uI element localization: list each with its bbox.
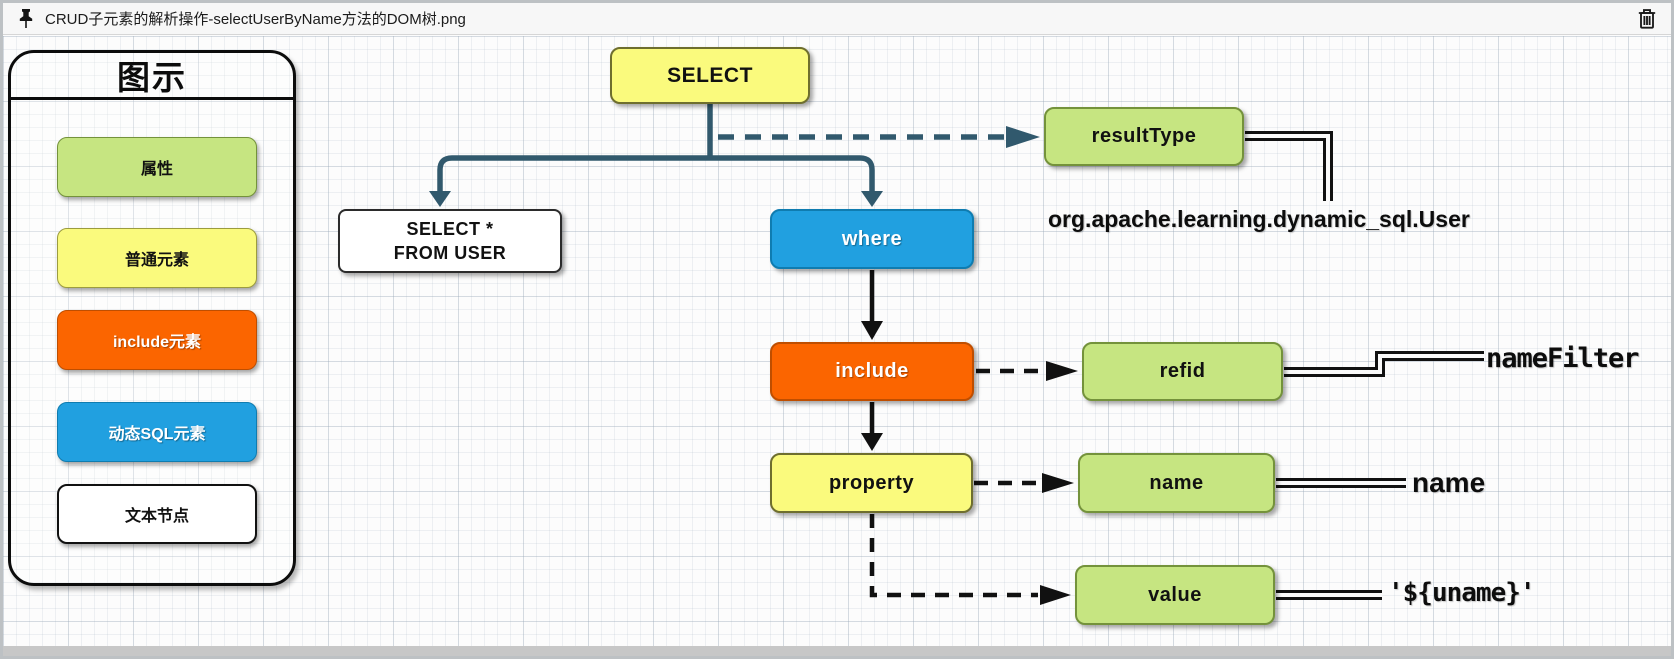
link-resulttype-class [1245,131,1333,201]
resulttype-value-text: org.apache.learning.dynamic_sql.User [1048,206,1470,232]
window-title: CRUD子元素的解析操作-selectUserByName方法的DOM树.png [45,11,466,28]
node-name: name [1078,453,1275,513]
legend-title: 图示 [11,53,293,100]
edge-property-value [869,514,1038,598]
arrowhead-to-where [861,191,883,207]
edge-select-children [437,104,875,193]
legend-item-attribute: 属性 [57,137,257,197]
name-value-text: name [1412,467,1486,498]
node-value: value [1075,565,1275,625]
node-include: include [770,342,974,401]
pushpin-icon[interactable] [16,8,36,30]
arrowhead-to-value [1040,585,1071,605]
arrowhead-to-name [1042,473,1074,493]
node-where: where [770,209,974,269]
horizontal-scrollbar[interactable] [3,646,1671,656]
legend-item-include-element: include元素 [57,310,257,370]
node-refid: refid [1082,342,1283,401]
sql-text-line2: FROM USER [393,243,507,263]
arrowhead-to-property [861,433,883,451]
sql-text-line1: SELECT * [406,218,494,239]
node-sql-text: SELECT * FROM USER [338,209,562,273]
node-resulttype: resultType [1044,107,1244,166]
arrowhead-to-resulttype [1006,126,1040,148]
legend-panel: 图示 属性 普通元素 include元素 动态SQL元素 文本节点 [8,50,296,586]
title-bar: CRUD子元素的解析操作-selectUserByName方法的DOM树.png [3,3,1671,35]
arrowhead-to-sqltext [429,191,451,207]
arrowhead-to-refid [1046,361,1078,381]
link-refid-namefilter [1284,351,1484,377]
legend-item-dynamic-sql-element: 动态SQL元素 [57,402,257,462]
trash-icon[interactable] [1636,7,1658,31]
refid-value-text: nameFilter [1486,343,1640,374]
legend-item-text-node: 文本节点 [57,484,257,544]
node-property: property [770,453,973,513]
arrowhead-to-include [861,321,883,340]
value-value-text: '${uname}' [1388,578,1536,608]
legend-item-normal-element: 普通元素 [57,228,257,288]
node-select: SELECT [610,47,810,104]
